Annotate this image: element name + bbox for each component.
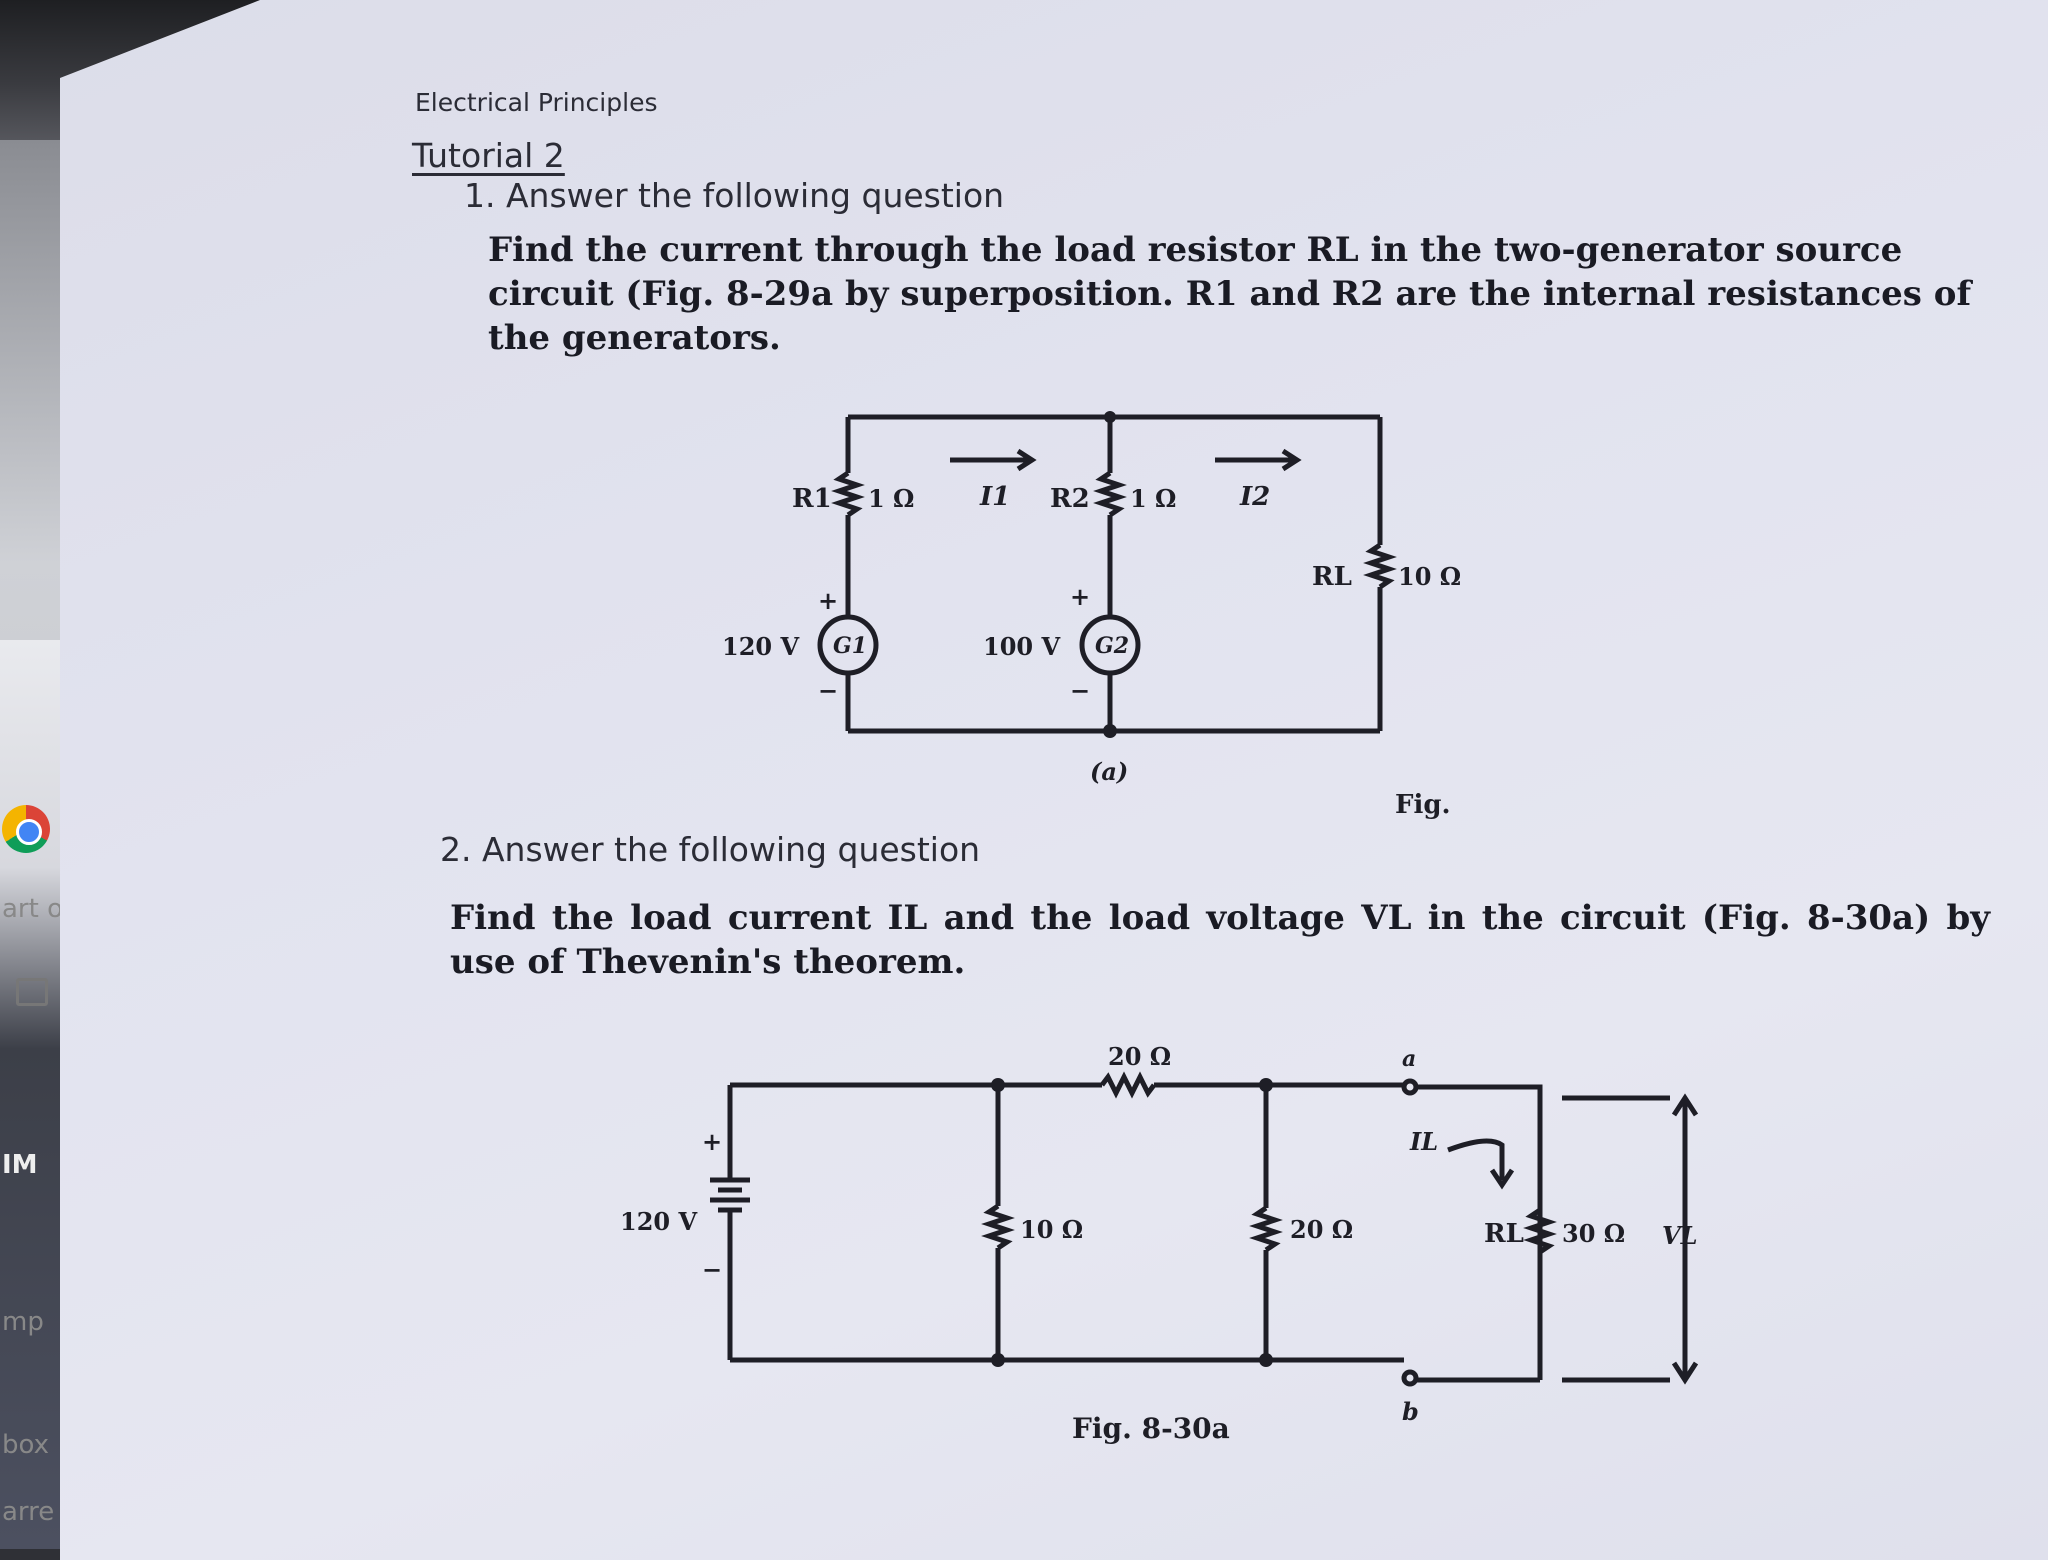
- side-label: IM: [2, 1150, 38, 1180]
- fig2-caption: Fig. 8-30a: [1072, 1412, 1230, 1445]
- figure-8-30a: + 120 V − 20 Ω 10 Ω 20 Ω a b IL RL 30 Ω …: [620, 1042, 1699, 1445]
- source-minus: −: [702, 1255, 722, 1284]
- course-title: Electrical Principles: [415, 88, 658, 117]
- question-1-heading: 1. Answer the following question: [464, 176, 1005, 215]
- fig1-caption: Fig. 8-29a: [1395, 790, 1460, 820]
- r2-value: 1 Ω: [1130, 484, 1176, 513]
- node-a-label: a: [1402, 1046, 1416, 1072]
- i2-label: I2: [1239, 482, 1270, 512]
- g2-plus: +: [1070, 582, 1090, 611]
- series-resistor-value: 20 Ω: [1108, 1042, 1171, 1071]
- r1-value: 1 Ω: [868, 484, 914, 513]
- g2-minus: −: [1070, 676, 1090, 705]
- r2-label: R2: [1050, 484, 1090, 514]
- source-plus: +: [702, 1127, 722, 1156]
- node-b-label: b: [1402, 1397, 1419, 1426]
- g1-minus: −: [818, 676, 838, 705]
- side-label: mp: [2, 1307, 44, 1337]
- question-2-text: Find the load current IL and the load vo…: [450, 898, 1990, 982]
- g1-voltage: 120 V: [722, 632, 799, 661]
- g1-plus: +: [818, 586, 838, 615]
- chrome-icon: [2, 805, 50, 853]
- side-label: arre: [2, 1497, 55, 1527]
- load-resistor-label: RL: [1484, 1219, 1524, 1249]
- tutorial-title: Tutorial 2: [412, 136, 565, 175]
- load-resistor-value: 30 Ω: [1562, 1219, 1625, 1248]
- load-voltage-label: VL: [1662, 1221, 1698, 1250]
- rl-label: RL: [1312, 562, 1352, 592]
- g2-label: G2: [1095, 633, 1129, 659]
- rl-value: 10 Ω: [1398, 562, 1460, 591]
- load-current-label: IL: [1409, 1127, 1438, 1156]
- side-label: box: [2, 1430, 49, 1460]
- tutorial-sheet: [60, 0, 2048, 1560]
- window-icon: [16, 978, 48, 1006]
- question-2-heading: 2. Answer the following question: [440, 830, 981, 869]
- figure-8-29a: R1 1 Ω I1 R2 1 Ω I2 RL 10 Ω + 120 V G1 −…: [722, 411, 1460, 820]
- side-label: art o: [2, 894, 63, 924]
- source-voltage: 120 V: [620, 1207, 697, 1236]
- g2-voltage: 100 V: [983, 632, 1060, 661]
- i1-label: I1: [979, 482, 1010, 512]
- question-1-text: Find the current through the load resist…: [488, 230, 1972, 358]
- g1-label: G1: [833, 633, 867, 659]
- fig1-sub-caption: (a): [1090, 757, 1128, 786]
- shunt-resistor-1-value: 10 Ω: [1020, 1215, 1083, 1244]
- r1-label: R1: [792, 484, 832, 514]
- shunt-resistor-2-value: 20 Ω: [1290, 1215, 1353, 1244]
